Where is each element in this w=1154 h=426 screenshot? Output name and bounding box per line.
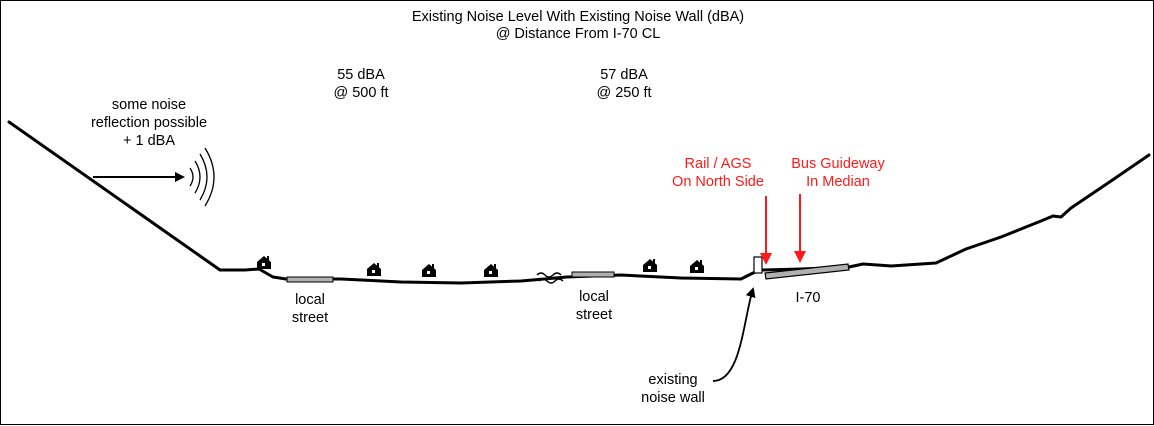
- reading-distance: @ 250 ft: [596, 85, 652, 101]
- bus-guideway-label: Bus Guideway In Median: [783, 155, 893, 191]
- bus-guideway-line-1: Bus Guideway: [791, 156, 885, 172]
- bus-guideway-line-2: In Median: [806, 174, 870, 190]
- house-icon: [643, 259, 657, 272]
- street-right-line-2: street: [575, 307, 613, 323]
- reading-level: 55 dBA: [337, 67, 385, 83]
- reflection-note: some noise reflection possible + 1 dBA: [69, 96, 229, 150]
- reflection-line-1: some noise: [111, 97, 187, 113]
- reading-500ft: 55 dBA @ 500 ft: [321, 66, 401, 102]
- street-left-label: local street: [280, 291, 340, 327]
- rail-ags-line-2: On North Side: [672, 174, 764, 190]
- noise-wall-line-2: noise wall: [641, 390, 705, 406]
- house-icon: [690, 260, 704, 273]
- i70-roadway: [764, 263, 850, 280]
- street-left-line-2: street: [291, 310, 329, 326]
- local-street-right-pad: [571, 271, 615, 278]
- reading-250ft: 57 dBA @ 250 ft: [584, 66, 664, 102]
- water-ripple-icon: [536, 272, 564, 284]
- street-left-line-1: local: [295, 292, 325, 308]
- house-icon: [484, 264, 498, 277]
- house-icon: [257, 256, 271, 269]
- street-right-label: local street: [564, 288, 624, 324]
- title-line-2: @ Distance From I-70 CL: [495, 26, 661, 42]
- noise-wall: [753, 256, 763, 274]
- sound-wave-icon: [189, 147, 215, 207]
- reflection-line-2: reflection possible: [90, 115, 208, 131]
- reading-level: 57 dBA: [600, 67, 648, 83]
- noise-wall-leader: [712, 287, 756, 382]
- local-street-left-pad: [286, 276, 334, 283]
- title-line-1: Existing Noise Level With Existing Noise…: [411, 9, 745, 25]
- rail-ags-label: Rail / AGS On North Side: [663, 155, 773, 191]
- house-icon: [422, 264, 436, 277]
- rail-ags-line-1: Rail / AGS: [684, 156, 752, 172]
- diagram-title: Existing Noise Level With Existing Noise…: [1, 9, 1154, 43]
- i70-label: I-70: [795, 290, 821, 306]
- noise-wall-label: existing noise wall: [631, 371, 715, 407]
- house-icon: [367, 263, 381, 276]
- noise-wall-line-1: existing: [648, 372, 698, 388]
- street-right-line-1: local: [579, 289, 609, 305]
- reflection-line-3: + 1 dBA: [123, 133, 175, 149]
- reading-distance: @ 500 ft: [333, 85, 389, 101]
- ground-profile-line: [7, 120, 1151, 285]
